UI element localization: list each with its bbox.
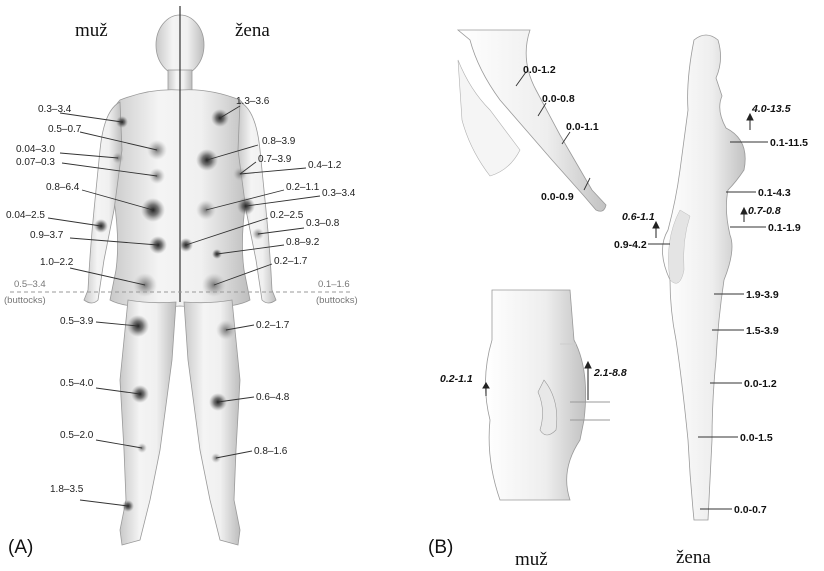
female-label: 0.3–0.8	[306, 218, 340, 229]
male-side-label: 2.1-8.8	[593, 367, 627, 379]
male-label: 0.04–3.0	[16, 144, 55, 155]
female-side-label: 0.1-11.5	[770, 137, 808, 149]
female-label: 0.8–9.2	[286, 237, 320, 248]
female-label: 0.2–2.5	[270, 210, 304, 221]
female-label: 0.2–1.7	[256, 320, 290, 331]
male-label: 0.04–2.5	[6, 210, 45, 221]
panel-b-female-header: žena	[676, 547, 711, 568]
panel-b-label: (B)	[428, 537, 453, 558]
female-side-label: 4.0-13.5	[751, 103, 791, 115]
female-label: 0.2–1.7	[274, 256, 308, 267]
male-label: 0.07–0.3	[16, 157, 55, 168]
female-label: 0.3–3.4	[322, 188, 356, 199]
female-side-label: 0.9-4.2	[614, 239, 647, 251]
arm-label: 0.0-0.8	[542, 93, 575, 105]
male-side-illustration	[485, 290, 610, 500]
male-label: 0.5–2.0	[60, 430, 94, 441]
panel-a-male-header: muž	[75, 20, 108, 41]
male-label: 0.5–4.0	[60, 378, 94, 389]
female-side-label: 0.1-1.9	[768, 222, 801, 234]
female-side-label: 0.6-1.1	[622, 211, 655, 223]
female-side-label: 1.9-3.9	[746, 289, 779, 301]
female-label: 0.2–1.1	[286, 182, 320, 193]
arm-label: 0.0-1.1	[566, 121, 599, 133]
panel-a-label: (A)	[8, 537, 33, 558]
male-label: 0.5–3.9	[60, 316, 94, 327]
male-label: 1.0–2.2	[40, 257, 74, 268]
male-side-label: 0.2-1.1	[440, 373, 473, 385]
female-side-label: 0.1-4.3	[758, 187, 791, 199]
female-label: 0.7–3.9	[258, 154, 292, 165]
female-side-label: 0.0-1.5	[740, 432, 773, 444]
panel-a-female-header: žena	[235, 20, 270, 41]
female-side-label: 0.0-0.7	[734, 504, 767, 516]
male-label: 1.8–3.5	[50, 484, 84, 495]
arm-label: 0.0-1.2	[523, 64, 556, 76]
female-side-label: 1.5-3.9	[746, 325, 779, 337]
female-buttocks-range: 0.1–1.6	[318, 279, 350, 290]
female-label: 0.4–1.2	[308, 160, 342, 171]
female-buttocks-note: (buttocks)	[316, 295, 358, 306]
female-label: 0.8–1.6	[254, 446, 288, 457]
female-label: 0.6–4.8	[256, 392, 290, 403]
male-label: 0.3–3.4	[38, 104, 72, 115]
arm-label: 0.0-0.9	[541, 191, 574, 203]
male-label: 0.9–3.7	[30, 230, 64, 241]
female-label: 0.8–3.9	[262, 136, 296, 147]
male-buttocks-range: 0.5–3.4	[14, 279, 46, 290]
male-buttocks-note: (buttocks)	[4, 295, 46, 306]
female-side-label: 0.0-1.2	[744, 378, 777, 390]
male-label: 0.8–6.4	[46, 182, 80, 193]
male-label: 0.5–0.7	[48, 124, 82, 135]
female-side-label: 0.7-0.8	[748, 205, 781, 217]
panel-a: muž žena (A) 0.3–3.4 0.5–0.7 0.04–3.0 0.…	[4, 6, 358, 558]
female-side-silhouette	[662, 35, 745, 520]
panel-b: 0.0-1.2 0.0-0.8 0.0-1.1 0.0-0.9 0.2-1.1 …	[428, 30, 808, 570]
panel-b-male-header: muž	[515, 549, 548, 570]
female-label: 1.3–3.6	[236, 96, 270, 107]
